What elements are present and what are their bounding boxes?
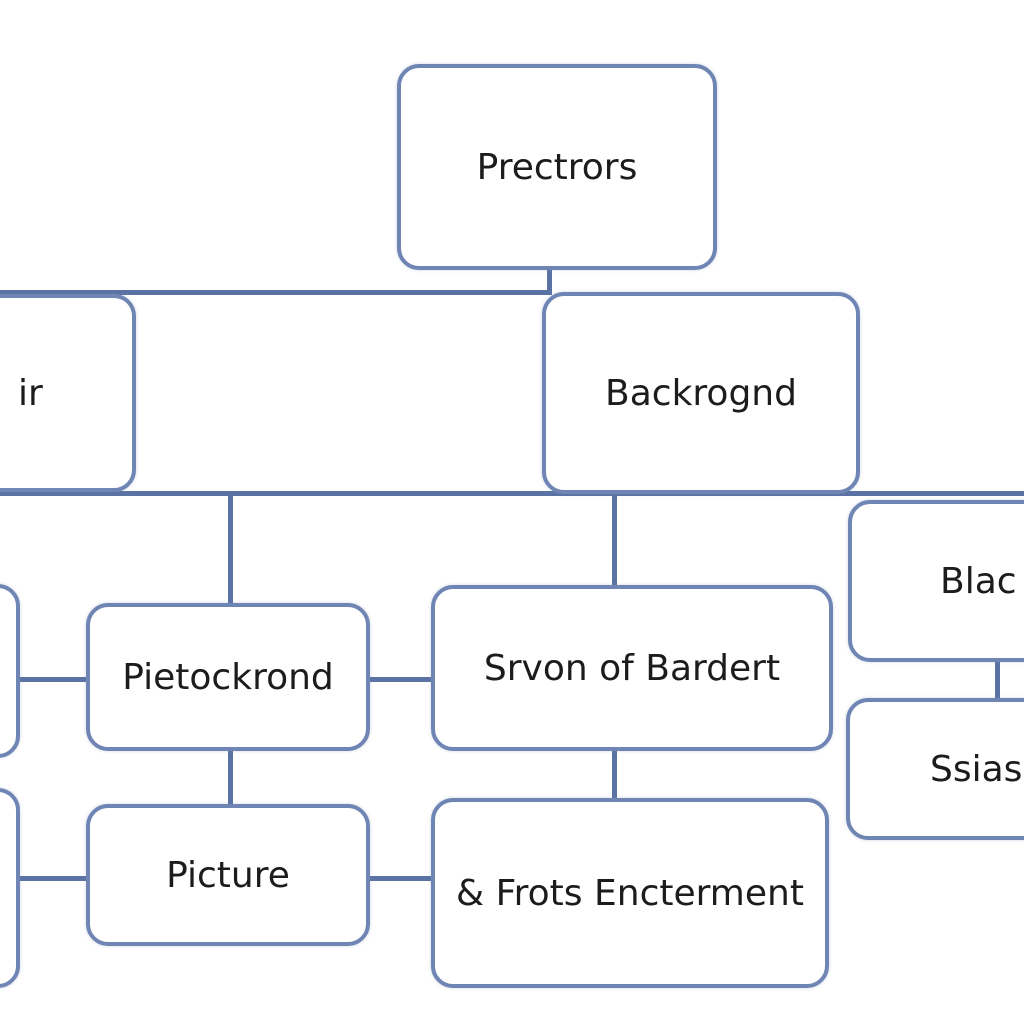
node-ir-label: ir [18, 372, 43, 414]
connector-pietockrond-picture [228, 748, 233, 806]
node-prectrors-label: Prectrors [476, 146, 638, 188]
connector-to-pietockrond [228, 491, 233, 605]
node-frots-encterment-label: & Frots Encterment [456, 872, 804, 914]
connector-blac-ssias [995, 660, 1000, 700]
connector-top-horizontal [0, 290, 552, 295]
node-pietockrond: Pietockrond [86, 603, 370, 751]
node-backrognd: Backrognd [542, 292, 860, 494]
node-frots-encterment: & Frots Encterment [431, 798, 829, 988]
node-ssias-label: Ssias [930, 748, 1023, 790]
node-srvon-of-bardert: Srvon of Bardert [431, 585, 833, 751]
node-pietockrond-label: Pietockrond [122, 656, 334, 698]
node-left-lower-partial [0, 788, 20, 988]
connector-pietockrond-srvon [366, 677, 434, 682]
node-ir: ir [0, 294, 136, 492]
node-prectrors: Prectrors [397, 64, 717, 270]
connector-picture-frots [366, 876, 434, 881]
node-blac: Blac [848, 500, 1024, 662]
connector-to-srvon [612, 491, 617, 587]
node-ssias: Ssias [846, 698, 1024, 840]
node-backrognd-label: Backrognd [605, 372, 797, 414]
node-left-upper-partial [0, 584, 20, 758]
connector-root-down [547, 268, 552, 294]
node-picture-label: Picture [166, 854, 290, 896]
connector-srvon-frots [612, 748, 617, 800]
connector-left-pietockrond [18, 677, 88, 682]
node-blac-label: Blac [940, 560, 1017, 602]
connector-mid-horizontal [0, 491, 1024, 496]
node-srvon-of-bardert-label: Srvon of Bardert [483, 647, 781, 689]
node-picture: Picture [86, 804, 370, 946]
connector-left-picture [18, 876, 88, 881]
